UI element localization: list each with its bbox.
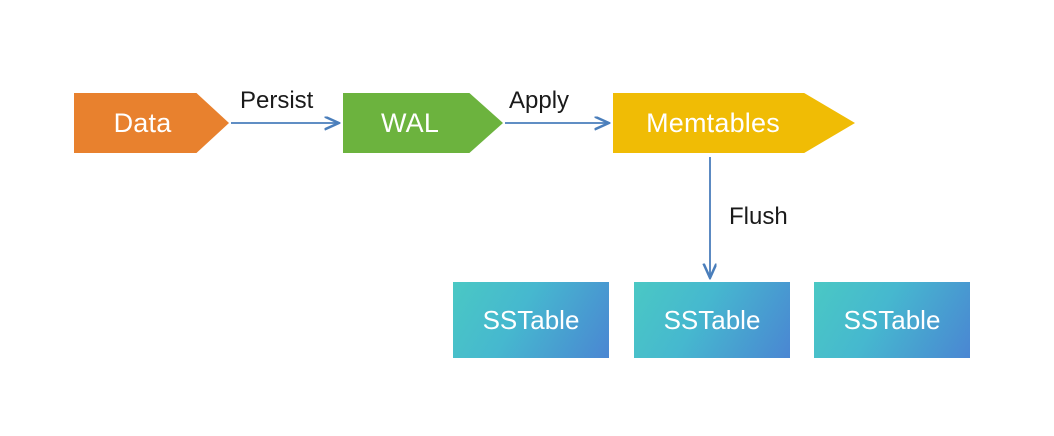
edge-label-apply: Apply <box>509 87 570 114</box>
node-sstable-3[interactable]: SSTable <box>814 282 970 358</box>
node-sstable-3-label: SSTable <box>843 305 941 335</box>
node-wal[interactable]: WAL <box>343 93 503 153</box>
node-sstable-2[interactable]: SSTable <box>634 282 790 358</box>
node-memtables[interactable]: Memtables <box>613 93 855 153</box>
node-data[interactable]: Data <box>74 93 229 153</box>
edge-label-flush: Flush <box>729 203 788 230</box>
node-sstable-1[interactable]: SSTable <box>453 282 609 358</box>
node-sstable-2-label: SSTable <box>663 305 761 335</box>
node-sstable-1-label: SSTable <box>482 305 580 335</box>
node-memtables-label: Memtables <box>646 107 780 138</box>
node-wal-label: WAL <box>380 107 440 138</box>
edge-label-persist: Persist <box>240 87 314 114</box>
node-data-label: Data <box>113 107 172 138</box>
